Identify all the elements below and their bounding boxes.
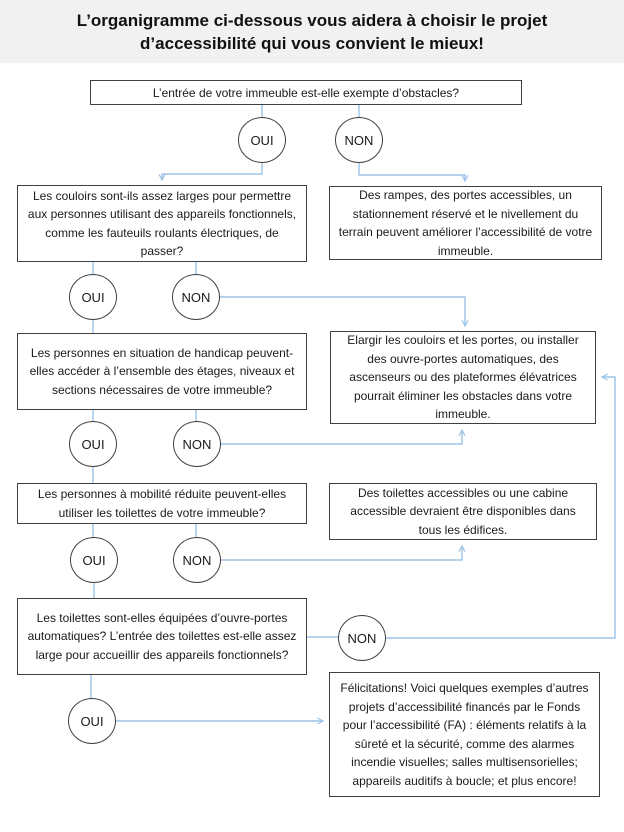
connector-no3-to-widen [221, 430, 462, 445]
question-washrooms-text: Les personnes à mobilité réduite peuvent… [37, 487, 287, 520]
question-door-openers-text: Les toilettes sont-elles équipées d’ouvr… [27, 610, 297, 662]
connector-no4-to-washroom [221, 546, 462, 561]
outcome-box-ramps: Des rampes, des portes accessibles, un s… [329, 186, 602, 260]
decision-circle-yes-1: OUI [238, 117, 286, 163]
decision-circle-no-3: NON [173, 421, 221, 467]
connector-yes1-to-q2 [162, 163, 263, 180]
question-floors-text: Les personnes en situation de handicap p… [29, 345, 295, 397]
decision-circle-yes-4: OUI [70, 537, 118, 583]
decision-circle-yes-5: OUI [68, 698, 116, 744]
connector-no1-to-ramps [358, 163, 465, 181]
outcome-accessible-washroom-text: Des toilettes accessibles ou une cabine … [350, 485, 576, 537]
yes-label: OUI [81, 289, 105, 305]
no-label: NON [344, 132, 374, 148]
question-entrance-text: L’entrée de votre immeuble est-elle exem… [152, 85, 460, 100]
decision-circle-yes-3: OUI [69, 421, 117, 467]
decision-circle-no-2: NON [172, 274, 220, 320]
outcome-widen-text: Elargir les couloirs et les portes, ou i… [347, 333, 579, 422]
connector-no5-to-widen [385, 377, 616, 639]
decision-circle-no-1: NON [335, 117, 383, 163]
question-box-door-openers: Les toilettes sont-elles équipées d’ouvr… [17, 598, 307, 675]
no-label: NON [182, 552, 212, 568]
title-banner: L’organigramme ci-dessous vous aidera à … [0, 0, 624, 63]
question-box-entrance: L’entrée de votre immeuble est-elle exem… [90, 80, 522, 105]
decision-circle-yes-2: OUI [69, 274, 117, 320]
connector-no2-to-widen [220, 296, 465, 326]
outcome-congratulations-text: Félicitations! Voici quelques exemples d… [340, 681, 589, 788]
question-box-floors: Les personnes en situation de handicap p… [17, 333, 307, 410]
yes-label: OUI [80, 713, 104, 729]
outcome-box-congratulations: Félicitations! Voici quelques exemples d… [329, 672, 600, 797]
no-label: NON [347, 630, 377, 646]
outcome-box-accessible-washroom: Des toilettes accessibles ou une cabine … [329, 483, 597, 540]
outcome-box-widen: Elargir les couloirs et les portes, ou i… [330, 331, 596, 424]
yes-label: OUI [81, 436, 105, 452]
decision-circle-no-4: NON [173, 537, 221, 583]
no-label: NON [181, 289, 211, 305]
outcome-ramps-text: Des rampes, des portes accessibles, un s… [338, 188, 593, 258]
page-title: L’organigramme ci-dessous vous aidera à … [76, 10, 548, 53]
question-box-washrooms: Les personnes à mobilité réduite peuvent… [17, 483, 307, 524]
yes-label: OUI [250, 132, 274, 148]
decision-circle-no-5: NON [338, 615, 386, 661]
question-hallways-text: Les couloirs sont-ils assez larges pour … [27, 188, 297, 259]
question-box-hallways: Les couloirs sont-ils assez larges pour … [17, 185, 307, 262]
yes-label: OUI [82, 552, 106, 568]
no-label: NON [182, 436, 212, 452]
